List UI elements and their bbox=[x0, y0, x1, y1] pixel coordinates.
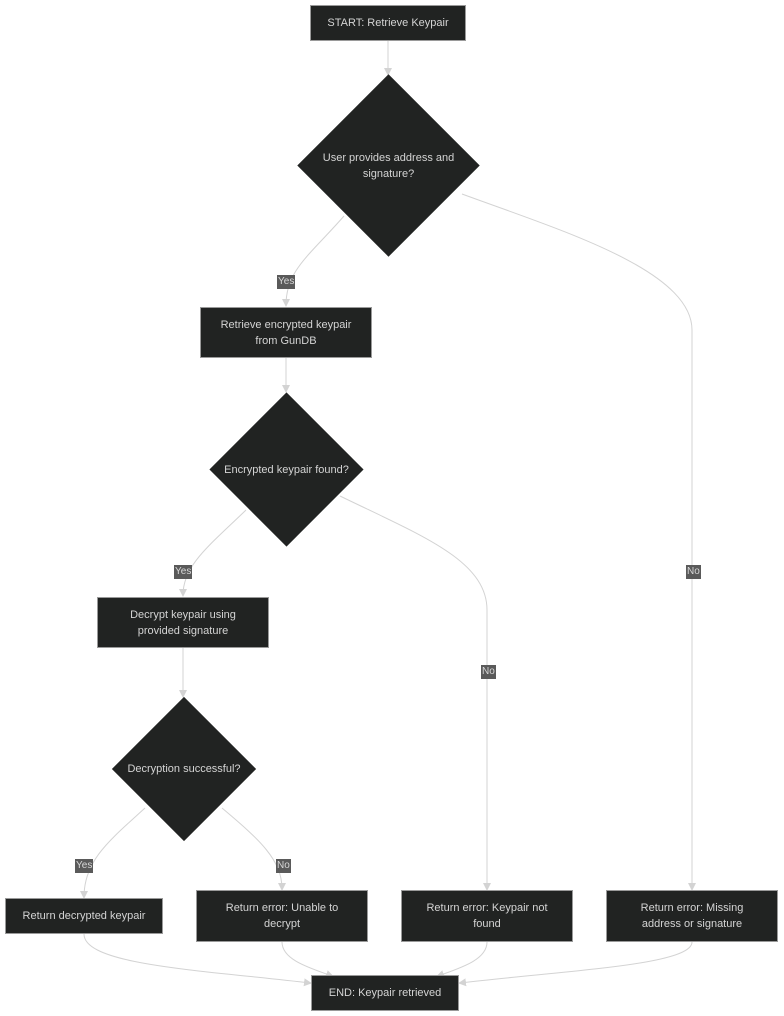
edge-label-user-no: No bbox=[686, 565, 701, 579]
edge-errnotfound-to-end bbox=[436, 941, 488, 978]
edge-label-user-yes: Yes bbox=[277, 275, 296, 289]
decision-keypair-found: Encrypted keypair found? bbox=[209, 392, 364, 547]
edge-user-no bbox=[461, 193, 696, 891]
edge-user-yes bbox=[282, 215, 345, 307]
edge-decq-yes bbox=[80, 807, 146, 899]
edge-keypair-to-end bbox=[83, 933, 312, 987]
start-node: START: Retrieve Keypair bbox=[310, 5, 466, 41]
error-not-found-node: Return error: Keypair not found bbox=[401, 890, 573, 942]
return-keypair-node-label: Return decrypted keypair bbox=[22, 910, 146, 922]
error-missing-node: Return error: Missing address or signatu… bbox=[606, 890, 778, 942]
retrieve-node: Retrieve encrypted keypair from GunDB bbox=[200, 307, 372, 358]
error-unable-decrypt-node: Return error: Unable to decrypt bbox=[196, 890, 368, 942]
edge-label-found-yes: Yes bbox=[174, 565, 193, 579]
edge-found-yes bbox=[179, 509, 247, 597]
decision-user-provides: User provides address and signature? bbox=[297, 74, 480, 257]
error-not-found-label: Return error: Keypair not found bbox=[426, 902, 548, 930]
edge-label-decrypt-no: No bbox=[276, 859, 291, 873]
edge-found-no bbox=[339, 495, 491, 891]
return-keypair-node: Return decrypted keypair bbox=[5, 898, 163, 934]
retrieve-node-label: Retrieve encrypted keypair from GunDB bbox=[220, 318, 352, 347]
decrypt-node-label: Decrypt keypair using provided signature bbox=[130, 608, 236, 637]
error-missing-label: Return error: Missing address or signatu… bbox=[640, 902, 744, 930]
decision-decryption-successful-label: Decryption successful? bbox=[127, 763, 241, 775]
decision-user-provides-label: User provides address and signature? bbox=[322, 151, 455, 180]
edge-decq-no bbox=[221, 807, 286, 891]
edge-errmissing-to-end bbox=[458, 941, 693, 987]
decrypt-node: Decrypt keypair using provided signature bbox=[97, 597, 269, 648]
decision-decryption-successful: Decryption successful? bbox=[111, 696, 257, 842]
edge-label-found-no: No bbox=[481, 665, 496, 679]
edge-errdecrypt-to-end bbox=[281, 941, 334, 978]
start-node-label: START: Retrieve Keypair bbox=[327, 17, 449, 29]
edge-label-decrypt-yes: Yes bbox=[75, 859, 94, 873]
error-unable-decrypt-label: Return error: Unable to decrypt bbox=[225, 902, 339, 930]
decision-keypair-found-label: Encrypted keypair found? bbox=[224, 463, 349, 476]
end-node-label: END: Keypair retrieved bbox=[328, 987, 442, 999]
end-node: END: Keypair retrieved bbox=[311, 975, 459, 1011]
